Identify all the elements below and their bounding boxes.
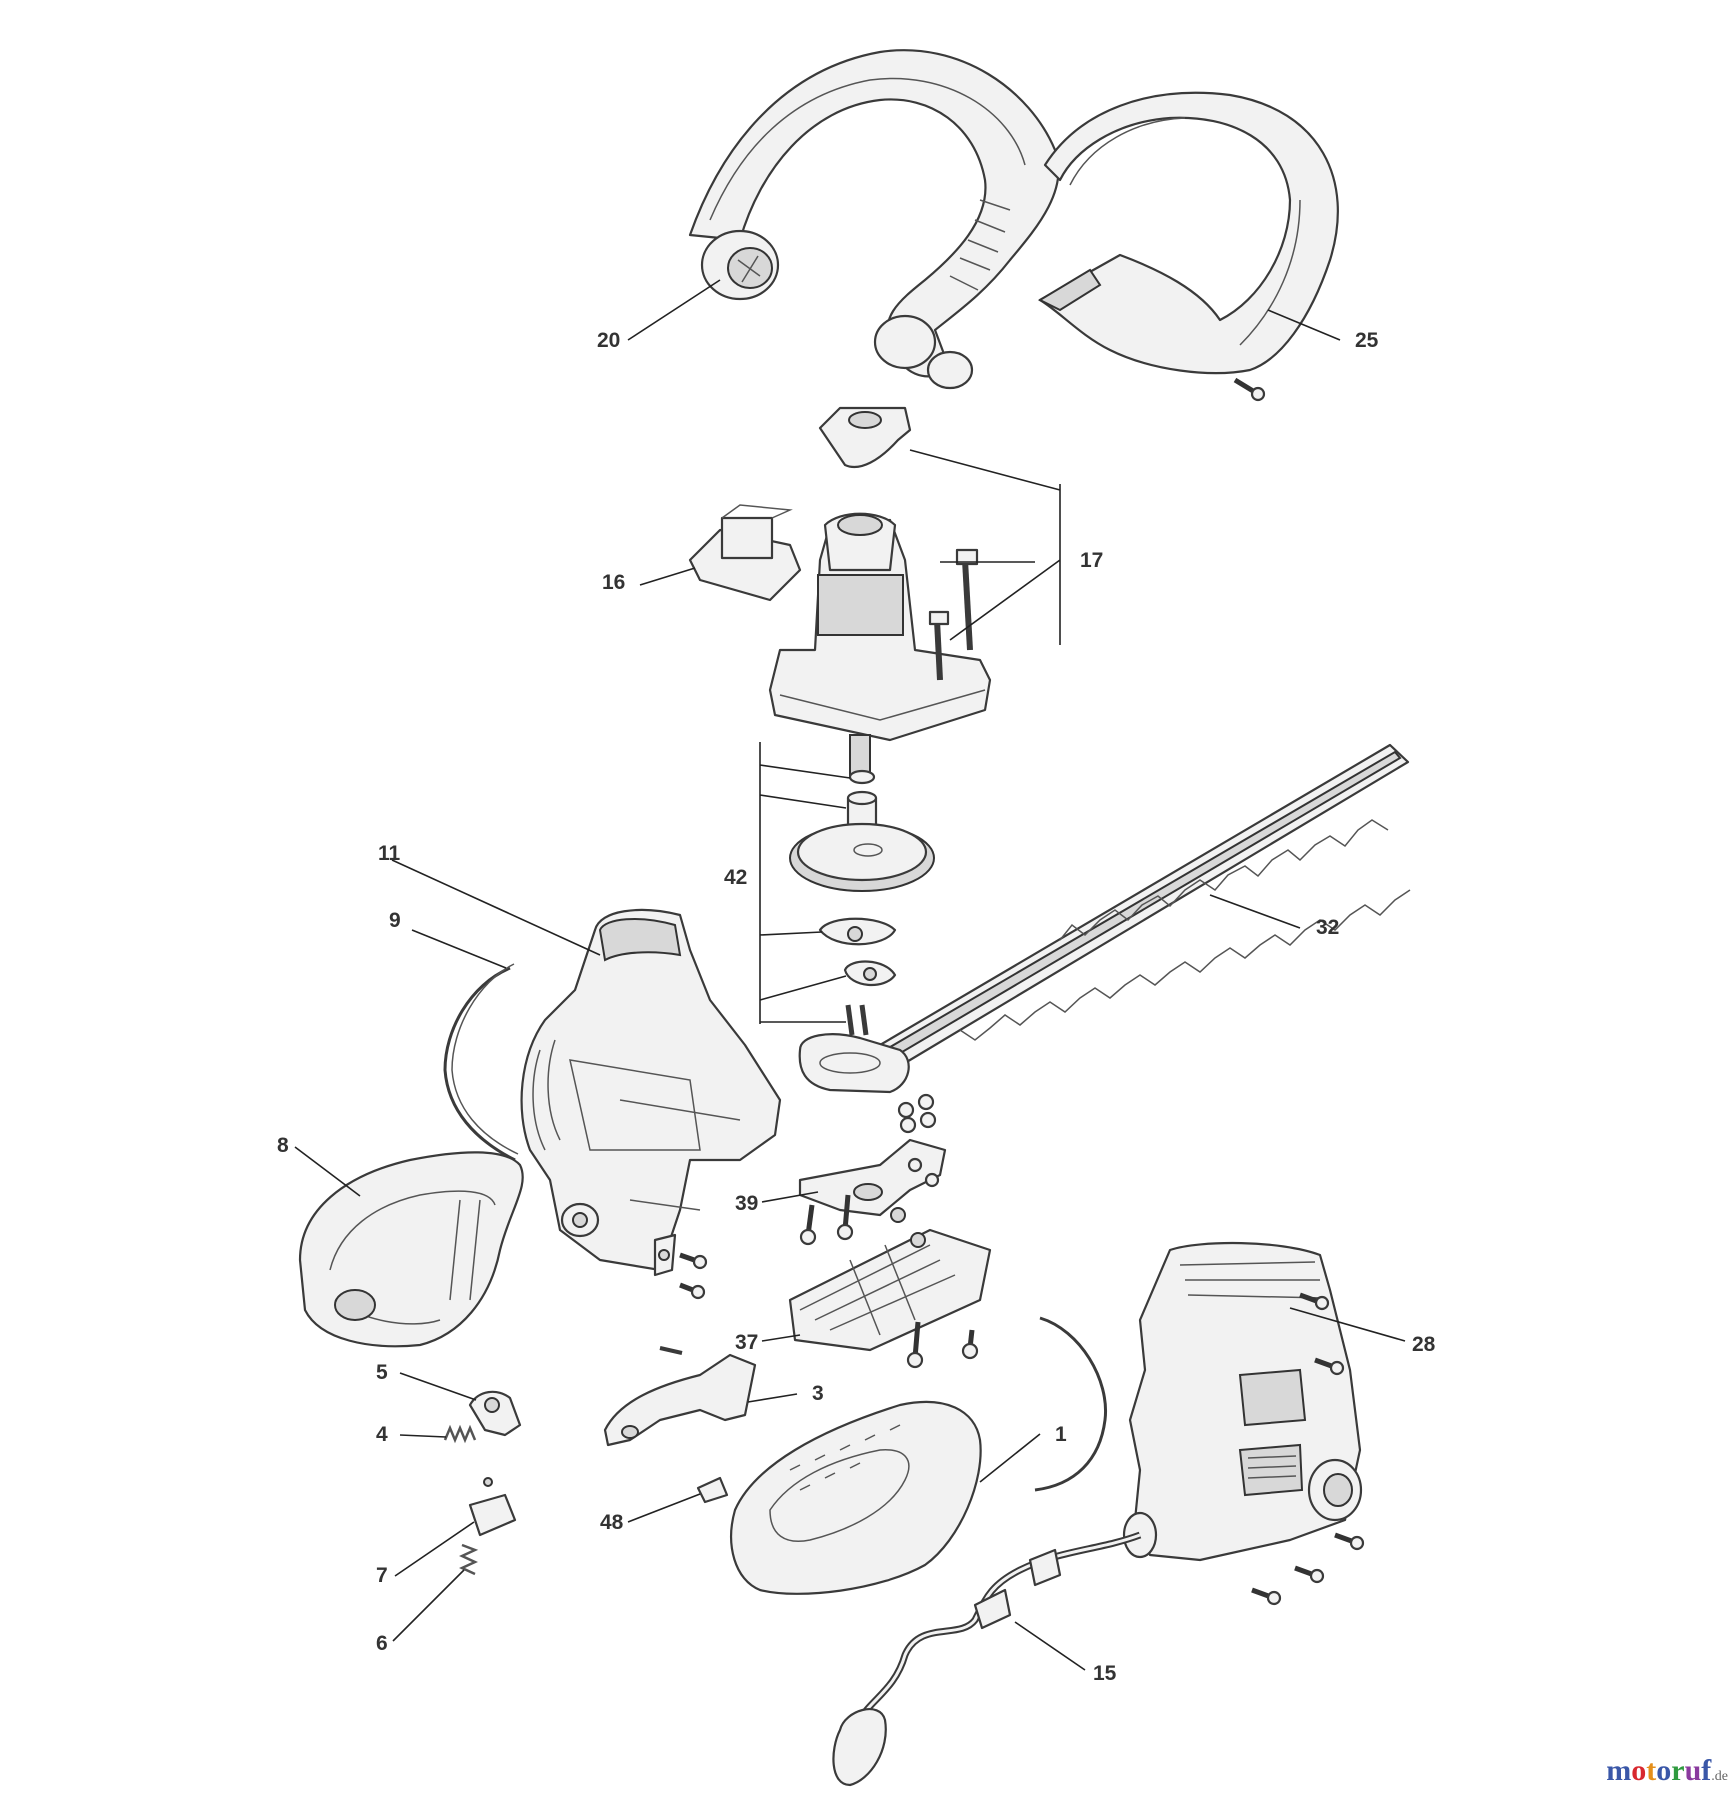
callout-32: 32 [1316, 916, 1339, 939]
callout-5: 5 [376, 1361, 388, 1384]
small-spring-part [459, 1543, 479, 1576]
mounting-bracket-part [798, 1093, 947, 1223]
logo-letter: o [1631, 1754, 1647, 1787]
callout-39: 39 [735, 1192, 758, 1215]
rear-housing-part [520, 908, 782, 1272]
callout-42: 42 [724, 866, 747, 889]
callout-6: 6 [376, 1632, 388, 1655]
hand-guard-part [1037, 91, 1339, 375]
rear-grip-part [730, 1400, 982, 1595]
small-bracket-part [653, 1233, 677, 1277]
gear-stack-part [789, 769, 935, 1036]
callout-15: 15 [1093, 1662, 1117, 1685]
screw-icon [799, 1194, 854, 1246]
leader-lines [294, 279, 1406, 1671]
front-handle-part [688, 49, 1060, 390]
pin-part [696, 1476, 729, 1504]
callout-28: 28 [1412, 1333, 1436, 1356]
callout-37: 37 [735, 1331, 758, 1354]
callout-8: 8 [277, 1134, 289, 1157]
ring-part [1034, 1316, 1108, 1492]
screw-icon [1233, 377, 1266, 402]
callout-9: 9 [389, 909, 401, 932]
callout-17: 17 [1080, 549, 1103, 572]
spring-part [443, 1424, 477, 1444]
ring-part [443, 963, 519, 1162]
callout-16: 16 [602, 571, 625, 594]
brand-logo: motoruf.de [1606, 1754, 1728, 1788]
side-cover-part [298, 1151, 524, 1348]
bracket-17 [909, 449, 1061, 645]
logo-letter: o [1656, 1754, 1672, 1787]
blade-part [798, 743, 1411, 1094]
callout-48: 48 [600, 1511, 624, 1534]
logo-letter: f [1701, 1754, 1712, 1787]
power-cable-part [832, 1531, 1142, 1787]
callout-20: 20 [597, 329, 620, 352]
logo-letter: u [1684, 1754, 1702, 1787]
screw-icon [1251, 1292, 1365, 1606]
bracket-42 [759, 742, 851, 1024]
callout-1: 1 [1055, 1423, 1067, 1446]
motor-assembly-part [768, 406, 992, 776]
front-housing-part [1122, 1241, 1363, 1562]
logo-letter: t [1646, 1754, 1657, 1787]
capacitor-part [688, 504, 802, 602]
screw-icon [679, 1252, 979, 1369]
callout-7: 7 [376, 1564, 388, 1587]
callout-11: 11 [378, 842, 401, 865]
logo-letter: r [1671, 1754, 1685, 1787]
callout-4: 4 [376, 1423, 388, 1446]
switch-lever-part [603, 1346, 757, 1447]
micro-switch-part [468, 1477, 517, 1537]
base-plate-part [788, 1228, 992, 1352]
switch-button-part [468, 1390, 522, 1437]
callout-3: 3 [812, 1382, 824, 1405]
logo-suffix: .de [1711, 1769, 1728, 1784]
logo-letter: m [1606, 1754, 1632, 1787]
callout-25: 25 [1355, 329, 1379, 352]
